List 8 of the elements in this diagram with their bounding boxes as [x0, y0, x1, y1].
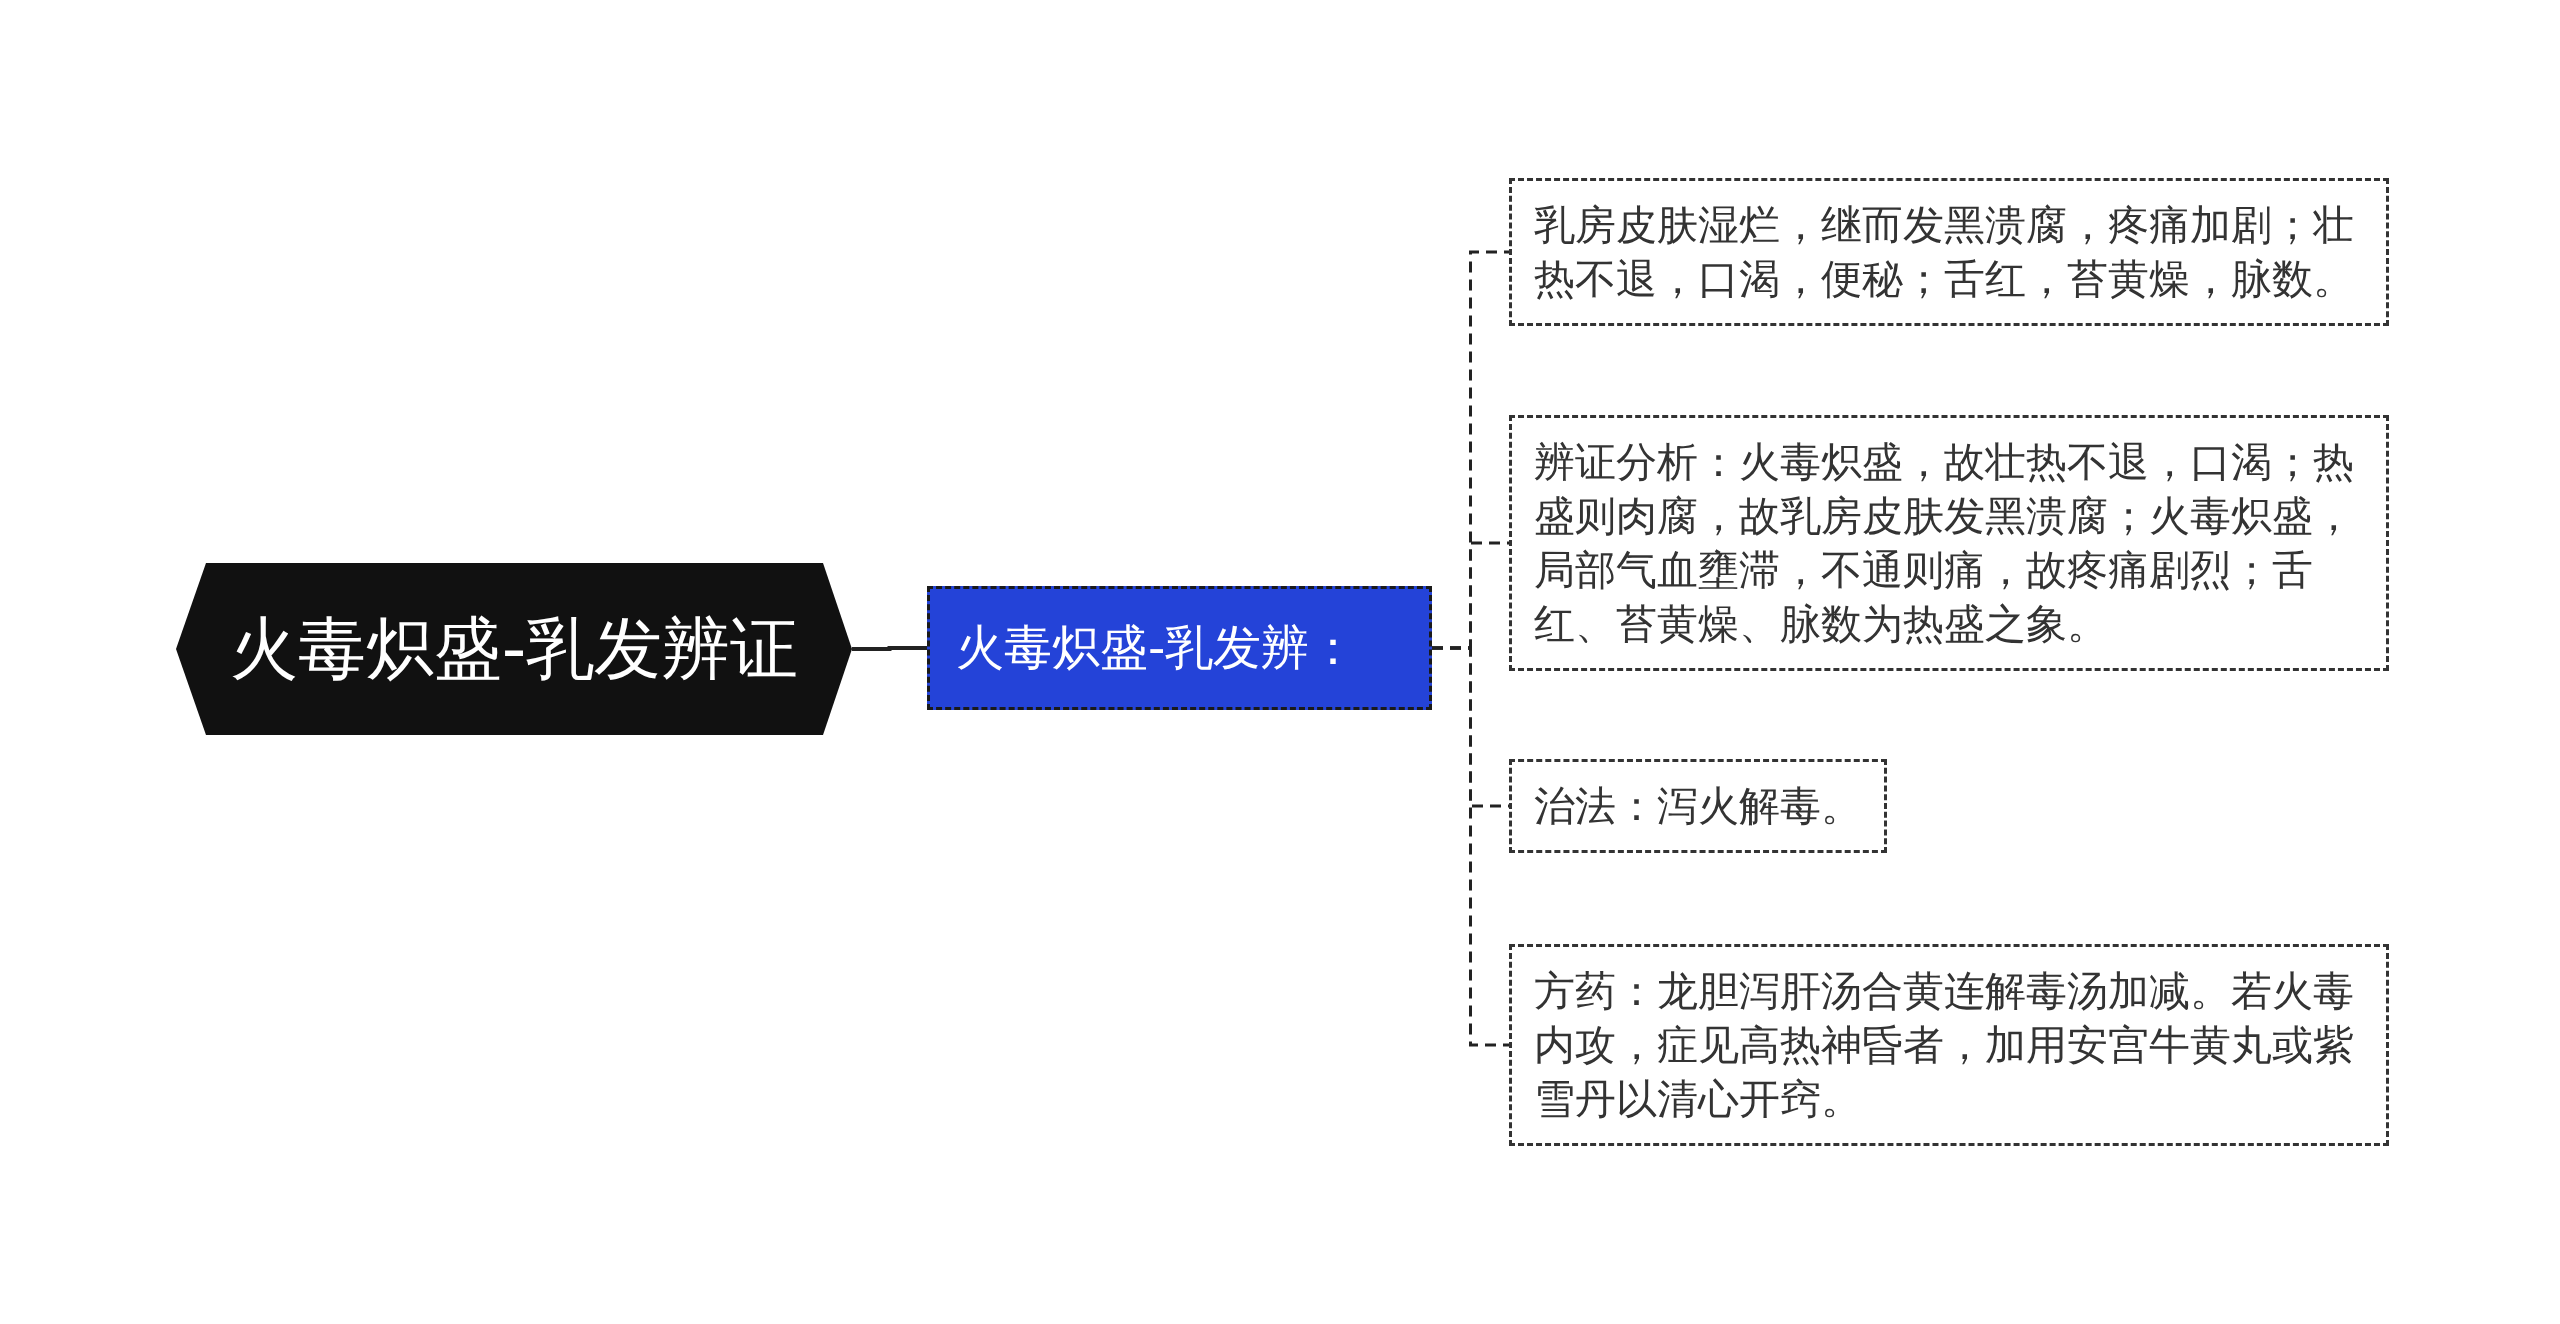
root-hexagon: 火毒炽盛-乳发辨证: [176, 563, 852, 735]
note-box: 乳房皮肤湿烂，继而发黑溃腐，疼痛加剧；壮热不退，口渴，便秘；舌红，苔黄燥，脉数。: [1509, 178, 2389, 326]
connector-line: [1432, 646, 1509, 1047]
topic-box: 火毒炽盛-乳发辨：: [927, 586, 1432, 710]
note-box: 方药：龙胆泻肝汤合黄连解毒汤加减。若火毒内攻，症见高热神昏者，加用安宫牛黄丸或紫雪丹以清心开窍。: [1509, 944, 2389, 1146]
note-box: 辨证分析：火毒炽盛，故壮热不退，口渴；热盛则肉腐，故乳房皮肤发黑溃腐；火毒炽盛，局部气血壅滞，不通则痛，故疼痛剧烈；舌红、苔黄燥、脉数为热盛之象。: [1509, 415, 2389, 671]
connector-line: [852, 646, 927, 651]
note-box: 治法：泻火解毒。: [1509, 759, 1887, 853]
